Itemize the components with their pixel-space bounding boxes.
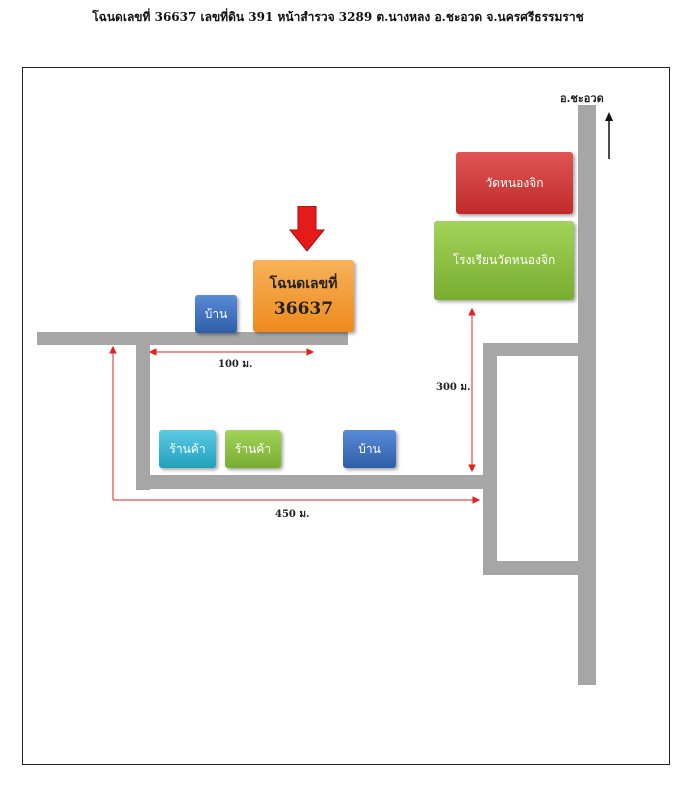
- road-vertical-middle: [483, 343, 497, 575]
- distance-100m: 100 ม.: [218, 359, 253, 370]
- road-main: [578, 105, 596, 685]
- distance-300m: 300 ม.: [436, 382, 471, 393]
- shop-1: ร้านค้า: [159, 430, 216, 468]
- road-top-left: [37, 332, 348, 345]
- road-bottom: [136, 475, 497, 489]
- page-title: โฉนดเลขที่ 36637 เลขที่ดิน 391 หน้าสำรวจ…: [92, 10, 584, 24]
- road-connector-top: [483, 343, 583, 356]
- school-wat-nong-chik: โรงเรียนวัดหนองจิก: [434, 221, 574, 300]
- direction-label: อ.ชะอวด: [560, 92, 604, 105]
- road-connector-bottom: [483, 561, 583, 575]
- road-vertical-left: [136, 332, 150, 490]
- red-down-arrow-icon: [289, 206, 325, 252]
- shop-2: ร้านค้า: [225, 430, 281, 468]
- house-1: บ้าน: [195, 295, 237, 333]
- distance-450m: 450 ม.: [275, 509, 310, 520]
- house-2: บ้าน: [343, 430, 396, 468]
- map-frame: [22, 67, 670, 765]
- temple-wat-nong-chik: วัดหนองจิก: [456, 152, 573, 214]
- plot-label: โฉนดเลขที่: [269, 276, 338, 292]
- plot-36637: โฉนดเลขที่ 36637: [253, 260, 354, 332]
- plot-number: 36637: [273, 299, 334, 319]
- north-arrow-icon: [605, 112, 613, 159]
